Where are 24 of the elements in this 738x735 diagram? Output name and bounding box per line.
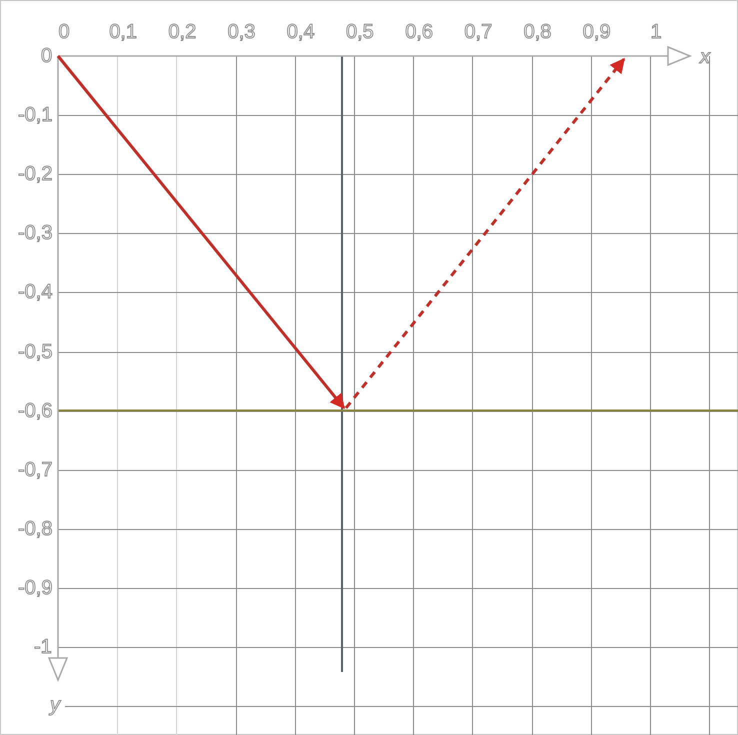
- axis-tick-label: 0,5: [346, 21, 374, 43]
- axis-tick-label: 0,4: [286, 21, 315, 43]
- axis-label: y: [50, 694, 60, 716]
- axis-tick-label: -0,3: [18, 222, 52, 244]
- axis-tick-label: -0,5: [18, 340, 52, 362]
- axis-tick-label: 0: [41, 45, 52, 67]
- axis-tick-label: 0,1: [109, 21, 137, 43]
- axis-tick-label: -0,6: [18, 400, 52, 422]
- axis-tick-label: 0,6: [405, 21, 433, 43]
- axis-tick-label: -1: [34, 636, 52, 658]
- axis-tick-label: 1: [650, 21, 662, 43]
- axis-tick-label: -0,4: [18, 281, 52, 304]
- axis-tick-label: 0: [58, 21, 70, 43]
- axis-tick-label: -0,2: [18, 163, 52, 186]
- axis-tick-label: 0,2: [168, 21, 196, 43]
- axis-tick-label: -0,7: [18, 458, 52, 481]
- axis-tick-label: 0,3: [228, 21, 256, 43]
- axis-tick-label: -0,1: [18, 104, 52, 126]
- axis-label: x: [700, 46, 710, 68]
- axis-tick-label: 0,8: [524, 21, 552, 43]
- axis-tick-label: -0,9: [18, 576, 52, 599]
- axis-tick-label: 0,9: [582, 21, 611, 43]
- axis-tick-label: -0,8: [18, 518, 52, 540]
- axis-tick-label: 0,7: [464, 21, 492, 43]
